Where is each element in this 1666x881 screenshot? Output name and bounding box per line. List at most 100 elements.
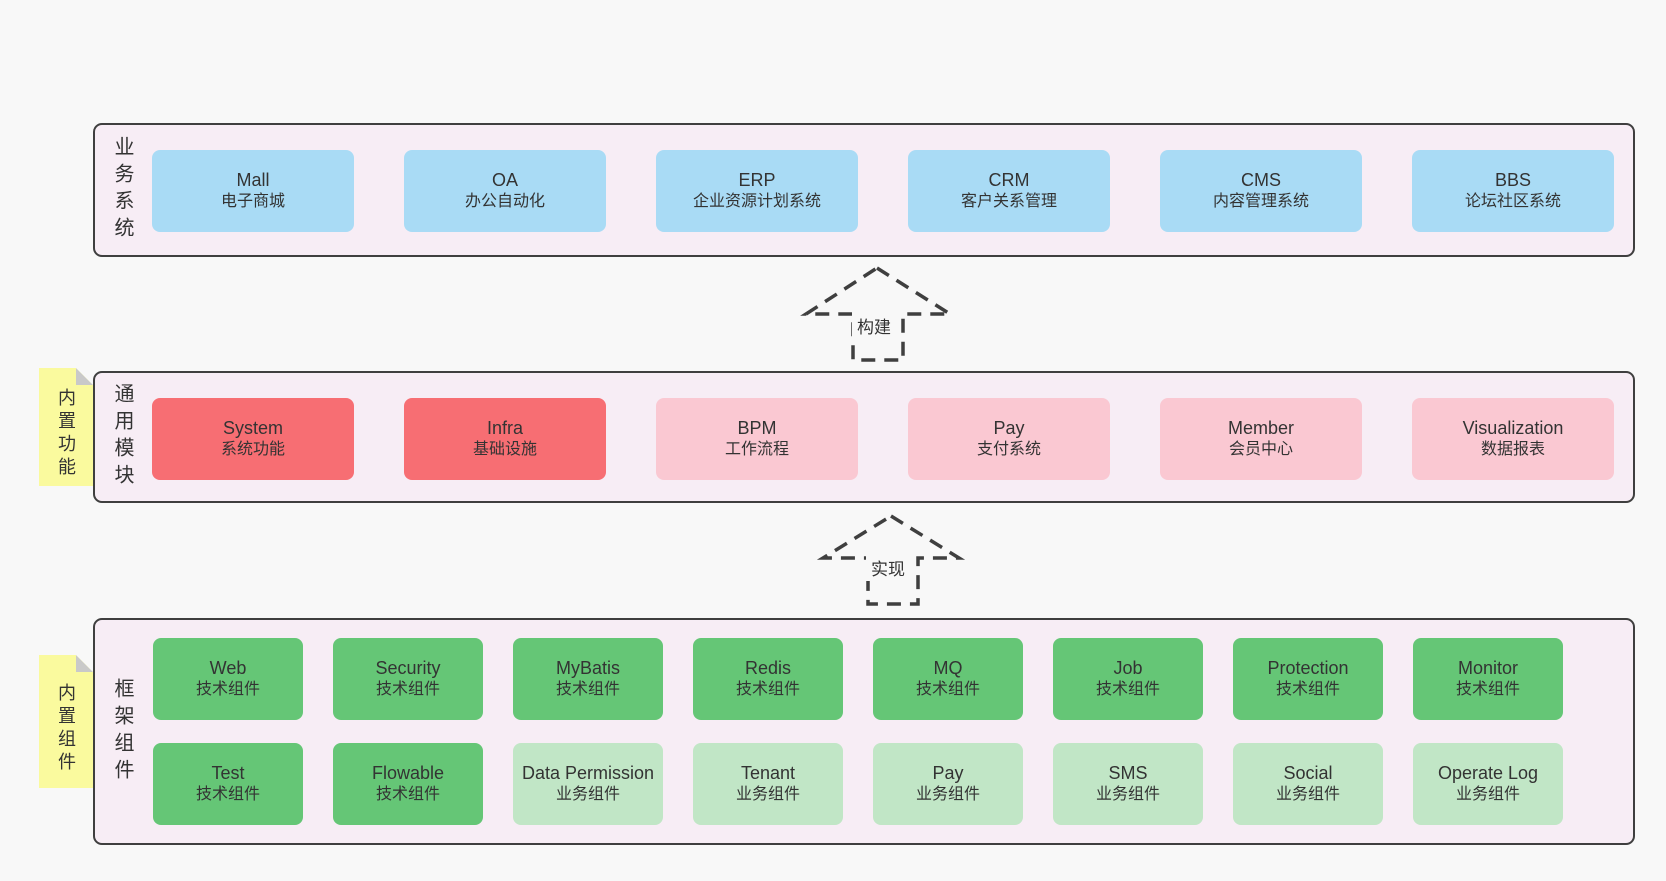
node-bbs: BBS 论坛社区系统 [1412,150,1614,232]
node-title: Web [209,657,247,678]
node-subtitle: 技术组件 [1455,681,1520,699]
node-title: BBS [1494,169,1532,190]
node-title: Mall [236,169,270,190]
node-subtitle: 技术组件 [915,681,980,699]
node-subtitle: 数据报表 [1480,441,1545,459]
node-mall: Mall 电子商城 [152,150,354,232]
node-title: Pay [993,417,1025,438]
node-subtitle: 基础设施 [472,441,537,459]
node-title: Security [375,657,441,678]
node-subtitle: 系统功能 [220,441,285,459]
up-block-arrow-icon [800,265,957,362]
node-social: Social 业务组件 [1233,743,1383,825]
sticky-note-built-in-features: 内置功能 [39,368,93,486]
node-visualization: Visualization 数据报表 [1412,398,1614,480]
node-redis: Redis 技术组件 [693,638,843,720]
node-subtitle: 业务组件 [1455,786,1520,804]
node-title: Operate Log [1437,762,1539,783]
node-subtitle: 会员中心 [1228,441,1293,459]
node-title: Tenant [740,762,796,783]
node-title: Redis [744,657,792,678]
layer-business-systems: 业务系统 Mall 电子商城 OA 办公自动化 ERP 企业资源计划系统 CRM 客户关系管理… [93,123,1635,257]
node-subtitle: 业务组件 [1095,786,1160,804]
node-bpm: BPM 工作流程 [656,398,858,480]
node-security: Security 技术组件 [333,638,483,720]
sticky-note-label: 内置组件 [56,682,76,775]
node-title: MyBatis [555,657,620,678]
layer-side-label: 通用模块 [111,383,133,491]
node-test: Test 技术组件 [153,743,303,825]
node-title: SMS [1108,762,1148,783]
node-title: Pay [932,762,964,783]
node-subtitle: 客户关系管理 [960,193,1057,211]
node-title: MQ [933,657,963,678]
node-title: OA [491,169,518,190]
node-subtitle: 技术组件 [195,786,260,804]
folded-corner-icon [76,655,93,672]
layer-side-label: 业务系统 [111,136,133,244]
node-subtitle: 企业资源计划系统 [692,193,821,211]
node-subtitle: 业务组件 [915,786,980,804]
node-member: Member 会员中心 [1160,398,1362,480]
node-pay: Pay 支付系统 [908,398,1110,480]
node-subtitle: 技术组件 [735,681,800,699]
node-subtitle: 技术组件 [195,681,260,699]
node-subtitle: 技术组件 [375,786,440,804]
node-title: Member [1227,417,1294,438]
node-title: Visualization [1462,417,1564,438]
node-subtitle: 电子商城 [220,193,285,211]
node-subtitle: 技术组件 [375,681,440,699]
node-title: Job [1113,657,1143,678]
node-title: BPM [737,417,777,438]
node-erp: ERP 企业资源计划系统 [656,150,858,232]
node-subtitle: 办公自动化 [464,193,545,211]
node-subtitle: 支付系统 [976,441,1041,459]
node-title: Flowable [371,762,445,783]
node-web: Web 技术组件 [153,638,303,720]
sticky-note-label: 内置功能 [56,388,76,480]
node-title: CMS [1241,169,1281,190]
node-subtitle: 技术组件 [1275,681,1340,699]
node-data-permission: Data Permission 业务组件 [513,743,663,825]
folded-corner-icon [76,368,93,385]
node-title: CRM [988,169,1030,190]
node-subtitle: 论坛社区系统 [1464,193,1561,211]
node-sms: SMS 业务组件 [1053,743,1203,825]
node-operate-log: Operate Log 业务组件 [1413,743,1563,825]
node-subtitle: 内容管理系统 [1212,193,1309,211]
node-flowable: Flowable 技术组件 [333,743,483,825]
sticky-note-built-in-components: 内置组件 [39,655,93,788]
node-subtitle: 技术组件 [555,681,620,699]
build-arrow [800,265,957,362]
node-subtitle: 工作流程 [724,441,789,459]
node-title: Monitor [1457,657,1519,678]
node-subtitle: 业务组件 [555,786,620,804]
node-crm: CRM 客户关系管理 [908,150,1110,232]
node-mybatis: MyBatis 技术组件 [513,638,663,720]
implement-arrow-label: 实现 [866,554,910,581]
node-title: ERP [738,169,776,190]
node-title: Test [211,762,245,783]
up-block-arrow-icon [816,513,966,606]
node-title: Social [1283,762,1333,783]
node-mq: MQ 技术组件 [873,638,1023,720]
implement-arrow [816,513,966,606]
node-tenant: Tenant 业务组件 [693,743,843,825]
node-subtitle: 业务组件 [1275,786,1340,804]
layer-side-label: 框架组件 [111,677,133,786]
build-arrow-label: 构建 [852,312,896,339]
node-title: Data Permission [521,762,655,783]
node-oa: OA 办公自动化 [404,150,606,232]
node-subtitle: 业务组件 [735,786,800,804]
node-monitor: Monitor 技术组件 [1413,638,1563,720]
node-row: Mall 电子商城 OA 办公自动化 ERP 企业资源计划系统 CRM 客户关系管理 CMS 内容… [95,150,1614,232]
